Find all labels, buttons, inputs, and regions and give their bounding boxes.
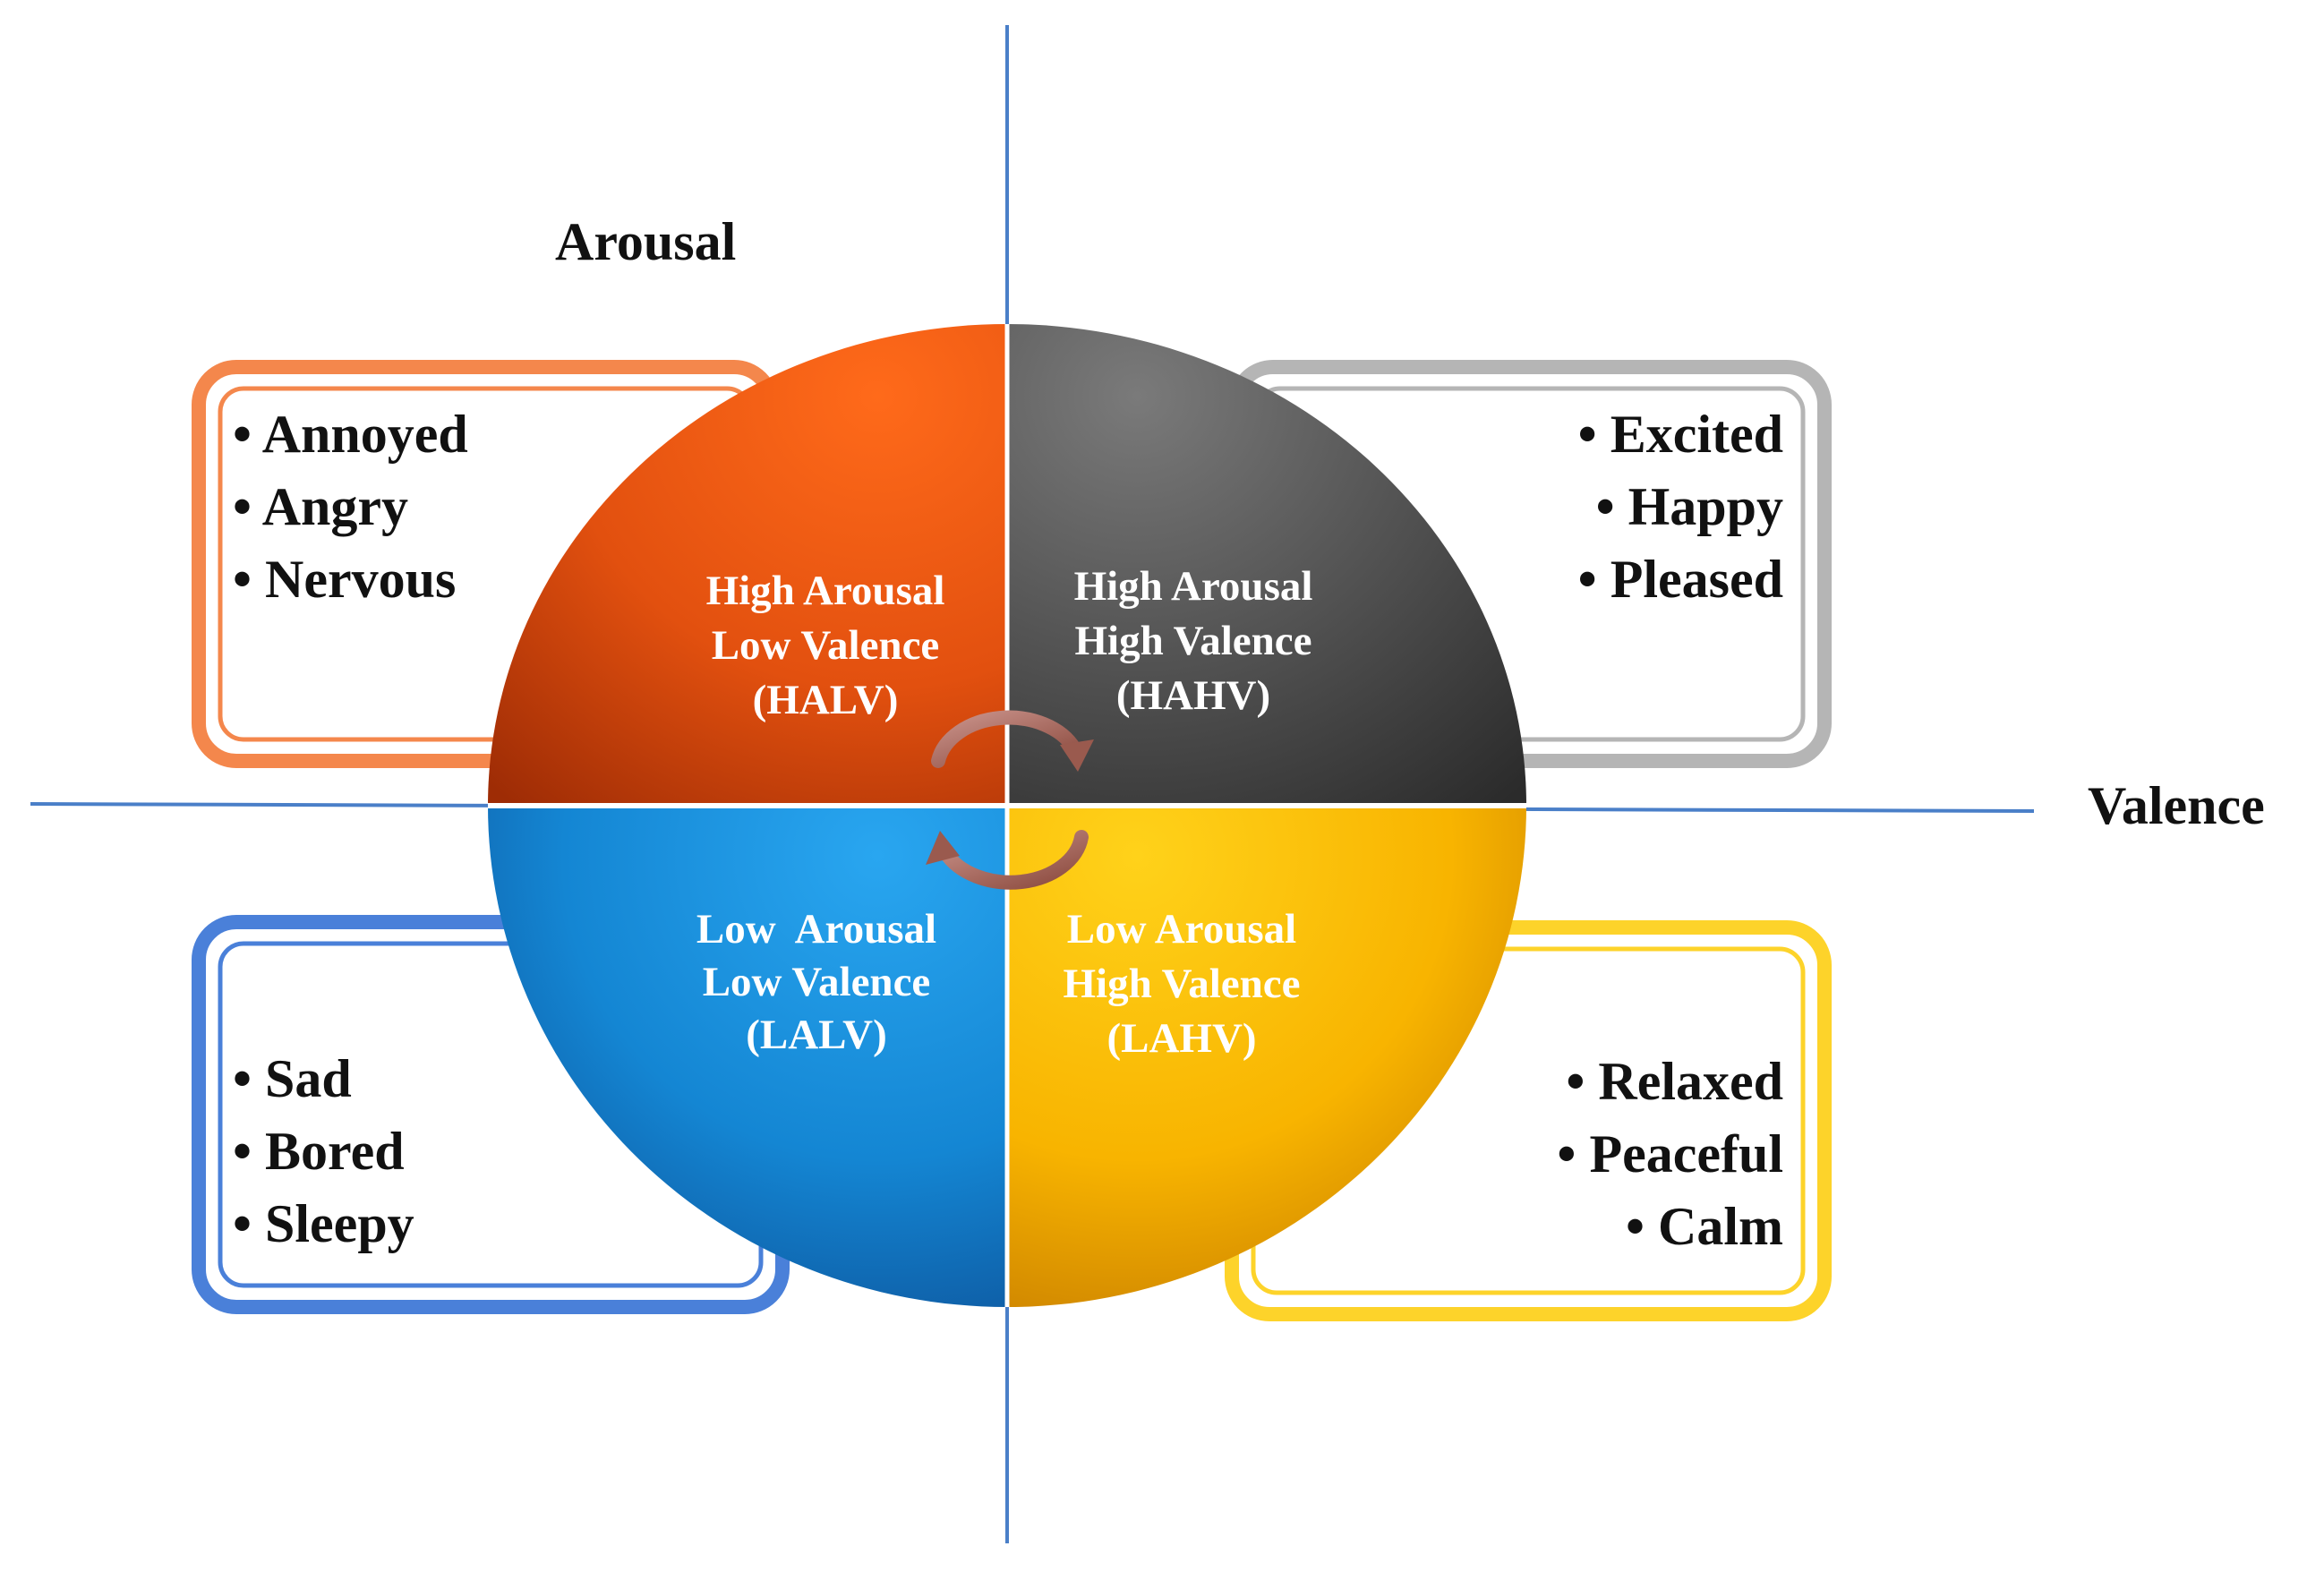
lahv-line-3: (LAHV) [1106,1015,1256,1062]
arousal-axis-label: Arousal [555,212,736,271]
emotion-item: • Peaceful [1557,1124,1783,1183]
emotion-item: • Calm [1626,1197,1783,1256]
emotion-list-halv: • Annoyed • Angry • Nervous [233,405,468,609]
emotion-list-lahv: • Relaxed • Peaceful • Calm [1557,1052,1783,1256]
emotion-item: • Nervous [233,550,456,609]
hahv-line-3: (HAHV) [1116,672,1270,719]
halv-line-1: High Arousal [706,568,945,614]
emotion-list-hahv: • Excited • Happy • Pleased [1578,405,1783,609]
emotion-item: • Sleepy [233,1194,414,1253]
quadrant-label-lalv: Low Arousal Low Valence (LALV) [696,906,936,1058]
lahv-line-2: High Valence [1063,961,1300,1007]
hahv-line-2: High Valence [1074,618,1312,664]
quadrant-hahv [1007,324,1526,806]
quadrant-label-hahv: High Arousal High Valence (HAHV) [1074,563,1313,719]
halv-line-3: (HALV) [753,677,899,723]
halv-line-2: Low Valence [712,622,940,669]
quadrant-halv [488,324,1007,806]
emotion-item: • Bored [233,1122,405,1181]
lalv-line-3: (LALV) [746,1012,887,1058]
quadrant-circle [488,324,1526,1307]
emotion-list-lalv: • Sad • Bored • Sleepy [233,1049,414,1253]
emotion-item: • Excited [1578,405,1783,464]
quadrant-label-lahv: Low Arousal High Valence (LAHV) [1063,906,1300,1062]
lalv-line-1: Low Arousal [696,906,936,953]
hahv-line-1: High Arousal [1074,563,1313,610]
cycle-arrows-icon [926,710,1094,890]
valence-axis-label: Valence [2088,776,2265,835]
emotion-item: • Happy [1596,477,1783,536]
emotion-item: • Relaxed [1566,1052,1783,1111]
lahv-line-1: Low Arousal [1067,906,1296,953]
lalv-line-2: Low Valence [703,959,931,1005]
quadrant-label-halv: High Arousal Low Valence (HALV) [706,568,945,723]
quadrant-lahv [1007,806,1526,1307]
emotion-item: • Sad [233,1049,352,1108]
emotion-item: • Pleased [1578,550,1783,609]
quadrant-lalv [488,806,1007,1307]
emotion-item: • Angry [233,477,408,536]
emotion-item: • Annoyed [233,405,468,464]
